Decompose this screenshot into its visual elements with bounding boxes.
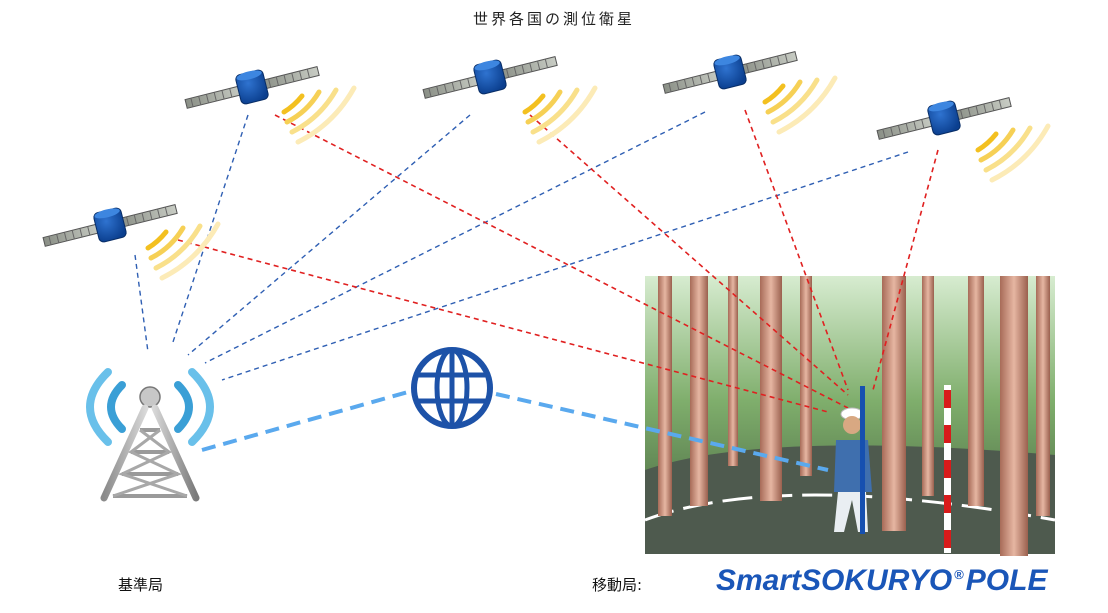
diagram-title: 世界各国の測位衛星 [472,10,635,28]
rover-label: 移動局: [592,576,643,594]
signal-wave-icon [148,224,218,278]
range-pole [944,385,951,553]
brand-logo: SmartSOKURYO®POLE [716,564,1047,598]
signal-wave-icon [525,88,595,142]
brand-name: SmartSOKURYO [716,564,953,597]
satellite-icon [39,192,181,257]
base-signal-lines [134,111,909,381]
registered-mark: ® [954,567,964,582]
signal-wave-icon [978,126,1048,180]
base-station-label: 基準局 [118,576,164,594]
signal-wave-icon [765,78,835,132]
rover-signal-lines [177,109,939,413]
network-link [201,390,829,472]
satellite-icon [181,54,323,119]
signal-wave-icon [284,88,354,142]
globe-icon [411,347,493,429]
radio-tower-icon [86,368,214,502]
surveyor-icon [834,386,872,534]
brand-suffix: POLE [965,564,1048,597]
